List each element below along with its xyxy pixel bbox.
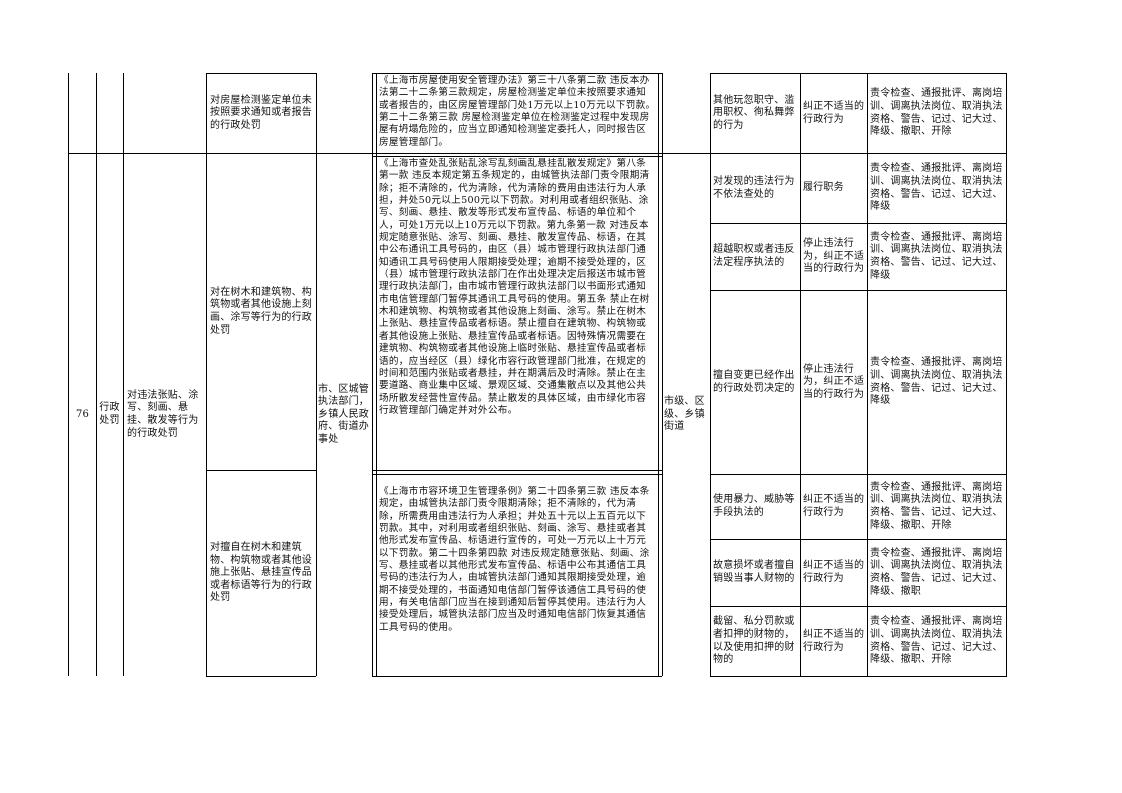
duty-2-nature: 停止违法行为，纠正不适当的行政行为: [803, 238, 865, 275]
prev-duty-situation: 其他玩忽职守、滥用职权、徇私舞弊的行为: [713, 94, 795, 131]
prev-duty-liability: 责令检查、通报批评、离岗培训、调离执法岗位、取消执法资格、警告、记过、记大过、降…: [870, 88, 1003, 138]
grid-line: [710, 73, 711, 676]
duty-4-situation: 使用暴力、威胁等手段执法的: [713, 494, 795, 518]
sub-item-1-name: 对在树木和建筑物、构筑物或者其他设施上刻画、涂写等行为的行政处罚: [210, 286, 312, 336]
grid-line: [123, 73, 124, 676]
grid-line: [372, 73, 662, 74]
grid-line: [372, 73, 373, 676]
grid-line: [68, 153, 1007, 154]
grid-line: [710, 73, 1007, 74]
grid-line: [68, 73, 69, 676]
grid-line: [800, 73, 801, 676]
duty-3-nature: 停止违法行为，纠正不适当的行政行为: [803, 363, 865, 400]
grid-line: [710, 474, 1007, 475]
grid-line: [710, 606, 1007, 607]
implementing-level: 市级、区级、乡镇街道: [664, 396, 705, 433]
grid-line: [206, 73, 207, 676]
duty-1-situation: 对发现的违法行为不依法查处的: [713, 175, 795, 200]
duty-1-nature: 履行职务: [803, 182, 844, 194]
duty-5-nature: 纠正不适当的行政行为: [803, 560, 865, 584]
grid-line: [710, 676, 1007, 677]
duty-3-situation: 擅自变更已经作出的行政处罚决定的: [713, 369, 795, 394]
sub-item-2-legal-basis: 《上海市市容环境卫生管理条例》第二十四条第三款 违反本条规定，由城管执法部门责令…: [379, 486, 650, 633]
grid-line: [658, 73, 659, 676]
sub-item-1-legal-basis: 《上海市查处乱张贴乱涂写乱刻画乱悬挂乱散发规定》第八条第一款 违反本规定第五条规…: [379, 158, 650, 416]
grid-line: [372, 676, 662, 677]
implementing-subject: 市、区城管执法部门，乡镇人民政府、街道办事处: [318, 383, 369, 445]
grid-line: [372, 474, 662, 475]
duty-6-liability: 责令检查、通报批评、离岗培训、调离执法岗位、取消执法资格、警告、记过、记大过、降…: [870, 616, 1003, 666]
prev-legal-basis: 《上海市房屋使用安全管理办法》第三十八条第二款 违反本办法第二十二条第三款规定，…: [379, 75, 656, 148]
duty-5-situation: 故意损坏或者擅自销毁当事人财物的: [713, 560, 795, 584]
duty-5-liability: 责令检查、通报批评、离岗培训、调离执法岗位、取消执法资格、警告、记过、记大过、降…: [870, 547, 1003, 597]
grid-line: [1006, 73, 1007, 676]
duty-2-liability: 责令检查、通报批评、离岗培训、调离执法岗位、取消执法资格、警告、记过、记大过、降…: [870, 231, 1003, 281]
duty-2-situation: 超越职权或者违反法定程序执法的: [713, 244, 795, 268]
grid-line: [376, 73, 377, 676]
duty-6-situation: 截留、私分罚款或者扣押的财物的，以及使用扣押的财物的: [713, 616, 795, 666]
duty-3-liability: 责令检查、通报批评、离岗培训、调离执法岗位、取消执法资格、警告、记过、记大过、降…: [870, 357, 1003, 407]
grid-line: [206, 73, 316, 74]
prev-item-name: 对房屋检测鉴定单位未按照要求通知或者报告的行政处罚: [210, 94, 312, 131]
grid-line: [206, 470, 316, 471]
grid-line: [867, 73, 868, 676]
duty-1-liability: 责令检查、通报批评、离岗培训、调离执法岗位、取消执法资格、警告、记过、记大过、降…: [870, 163, 1003, 213]
grid-line: [710, 223, 1007, 224]
grid-line: [96, 73, 97, 676]
grid-line: [316, 73, 317, 676]
row-category: 行政处罚: [99, 402, 120, 426]
prev-duty-nature: 纠正不适当的行政行为: [803, 100, 865, 125]
grid-line: [206, 676, 316, 677]
grid-line: [662, 73, 663, 676]
grid-line: [372, 156, 662, 157]
grid-line: [372, 470, 662, 471]
grid-line: [710, 539, 1007, 540]
row-seq-number: 76: [75, 408, 90, 420]
grid-line: [710, 290, 1007, 291]
duty-4-liability: 责令检查、通报批评、离岗培训、调离执法岗位、取消执法资格、警告、记过、记大过、降…: [870, 481, 1003, 531]
duty-6-nature: 纠正不适当的行政行为: [803, 628, 865, 653]
row-item-name: 对违法张贴、涂写、刻画、悬挂、散发等行为的行政处罚: [127, 389, 199, 439]
sub-item-2-name: 对擅自在树木和建筑物、构筑物或者其他设施上张贴、悬挂宣传品或者标语等行为的行政处…: [210, 542, 312, 604]
duty-4-nature: 纠正不适当的行政行为: [803, 494, 865, 518]
